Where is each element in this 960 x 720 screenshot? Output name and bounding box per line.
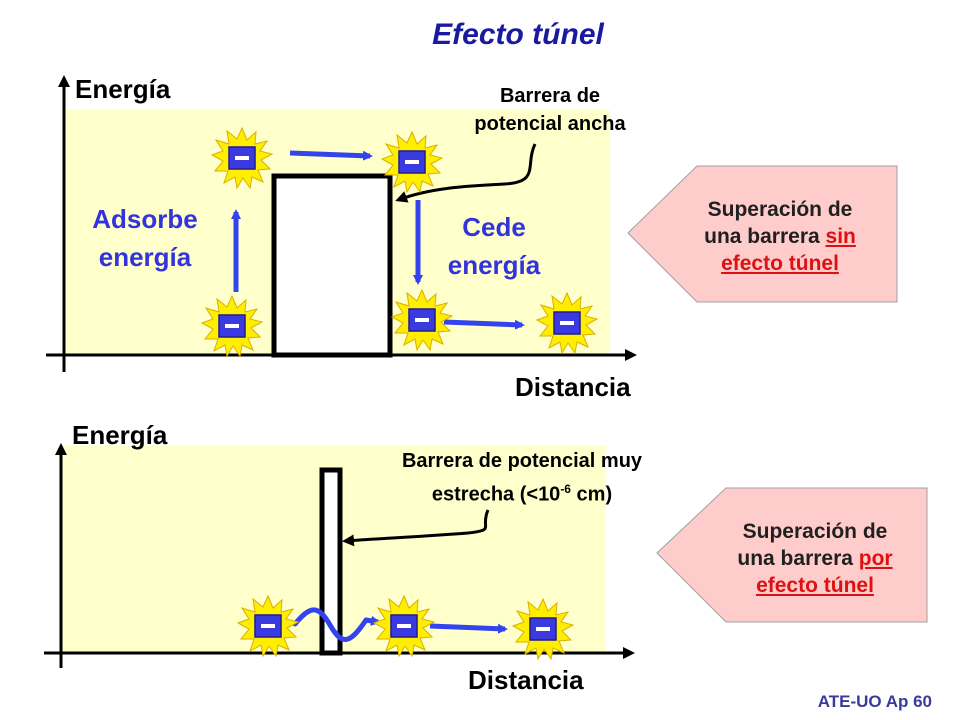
bottom-x-axis-label: Distancia (468, 665, 584, 695)
bottom-barrier-pointer (342, 509, 490, 547)
top-wide-barrier (271, 173, 393, 358)
bottom-barrier-label-post: cm) (570, 483, 613, 506)
bottom-callout-line1: Superación de (742, 520, 888, 543)
top-callout-line3-red: efecto túnel (721, 252, 839, 275)
top-barrier-label-line1: Barrera de (499, 85, 601, 107)
top-arrow-right-upper (289, 150, 373, 161)
slide-footer: ATE-UO Ap 60 (817, 692, 932, 711)
bottom-barrier-label-line2: estrecha (<10-6 cm) (352, 475, 692, 509)
top-callout-line2-red: sin (825, 225, 856, 248)
bottom-wave-arrow-tail (365, 615, 381, 626)
bottom-callout-line2: una barrera por (710, 545, 920, 572)
absorbs-energy-line1: Adsorbe (92, 204, 198, 234)
releases-energy-line1: Cede (462, 212, 526, 242)
bottom-barrier-label-pre: estrecha (<10 (431, 483, 561, 506)
top-barrier-label: Barrera de potencial ancha (440, 82, 660, 138)
bottom-barrier-label: Barrera de potencial muy estrecha (<10-6… (352, 447, 692, 509)
bottom-barrier-label-exponent: -6 (560, 482, 571, 496)
bottom-tunnel-wave (292, 607, 369, 642)
bottom-callout-line2-red: por (858, 547, 893, 570)
bottom-callout-line2-plain: una barrera (737, 547, 859, 570)
bottom-callout-text: Superación de una barrera por efecto tún… (710, 518, 920, 599)
top-barrier-pointer (395, 143, 537, 203)
bottom-barrier-label-line1: Barrera de potencial muy (401, 450, 643, 472)
top-callout-line2: una barrera sin (680, 223, 880, 250)
releases-energy-line2: energía (447, 250, 541, 280)
top-x-axis-label: Distancia (515, 372, 631, 402)
page-title: Efecto túnel (432, 18, 604, 51)
top-callout-line2-plain: una barrera (704, 225, 826, 248)
bottom-arrow-right (429, 623, 508, 634)
top-arrow-right-lower (443, 319, 525, 330)
bottom-narrow-barrier (319, 467, 343, 656)
top-y-axis-label: Energía (75, 74, 171, 104)
bottom-callout-shape (656, 487, 928, 623)
top-callout-line1: Superación de (707, 198, 853, 221)
absorbs-energy-label: Adsorbe energía (70, 200, 220, 276)
top-callout-text: Superación de una barrera sin efecto tún… (680, 196, 880, 277)
top-callout-shape (627, 165, 898, 303)
bottom-y-axis-label: Energía (72, 420, 168, 450)
bottom-callout-line3-red: efecto túnel (756, 574, 874, 597)
absorbs-energy-line2: energía (98, 242, 192, 272)
top-barrier-label-line2: potencial ancha (474, 113, 626, 135)
releases-energy-label: Cede energía (424, 208, 564, 284)
